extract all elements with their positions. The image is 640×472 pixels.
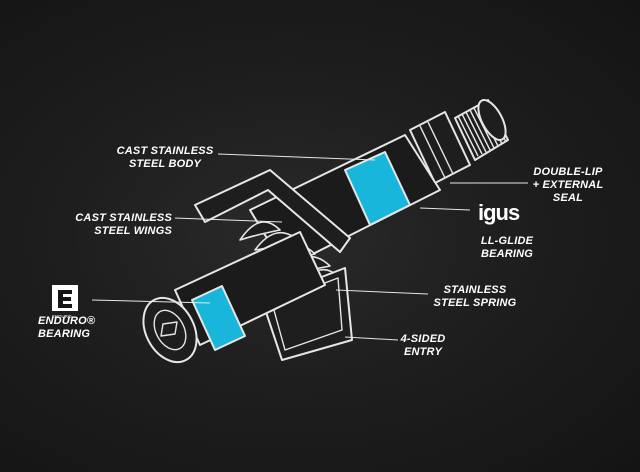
igus-bushing	[344, 151, 411, 226]
label-ll-glide-bearing: LL-GLIDE BEARING	[480, 235, 534, 260]
enduro-bearing	[191, 285, 246, 351]
wing-frame-upper	[194, 169, 351, 253]
label-stainless-spring: STAINLESS STEEL SPRING	[433, 284, 517, 309]
svg-text:ENDURO: ENDURO	[52, 314, 72, 319]
label-four-sided-entry: 4-SIDED ENTRY	[400, 333, 446, 358]
igus-logo-icon: igus	[478, 200, 520, 225]
spindle-thread	[454, 99, 509, 161]
left-end-thread	[142, 296, 198, 364]
label-enduro-bearing: ENDURO® BEARING	[38, 315, 96, 340]
label-double-lip-seal: DOUBLE-LIP + EXTERNAL SEAL	[532, 166, 604, 204]
label-cast-body: CAST STAINLESS STEEL BODY	[116, 145, 214, 170]
label-cast-wings: CAST STAINLESS STEEL WINGS	[75, 212, 172, 237]
enduro-logo-icon: ENDURO	[52, 285, 78, 319]
leader-lines	[91, 153, 528, 341]
